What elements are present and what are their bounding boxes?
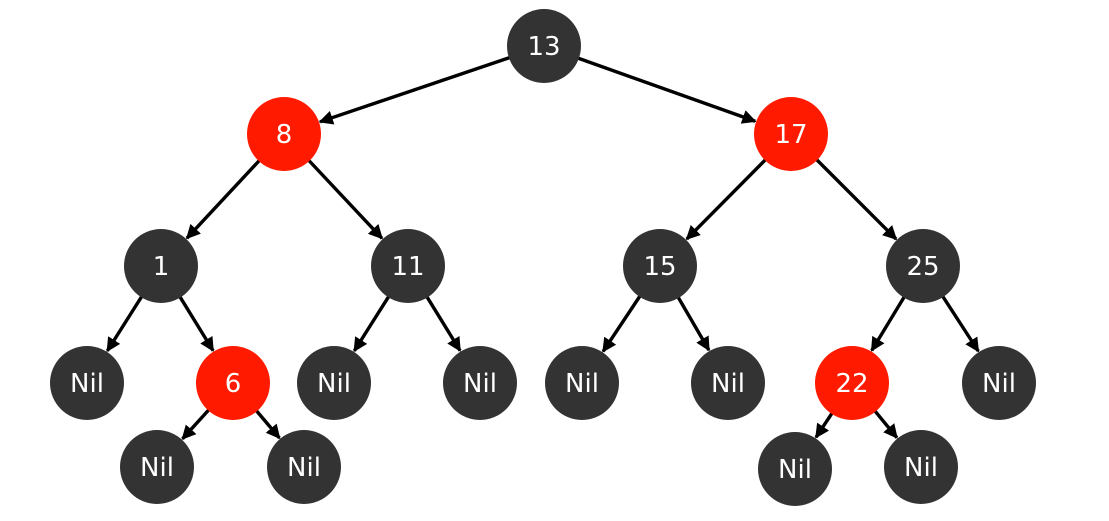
- tree-node-n13: 13: [507, 9, 581, 83]
- edge-n11-to-nil11a: [352, 294, 391, 353]
- black-node-circle: [691, 346, 765, 420]
- tree-node-nil11b: Nil: [443, 346, 517, 420]
- node-label: Nil: [140, 453, 174, 483]
- node-label: Nil: [904, 453, 938, 483]
- black-node-circle: [50, 346, 124, 420]
- tree-node-nil6b: Nil: [267, 430, 341, 504]
- node-label: Nil: [287, 453, 321, 483]
- edge-n13-to-n8: [318, 55, 512, 125]
- edges-layer: [105, 55, 980, 440]
- tree-node-nil1a: Nil: [50, 346, 124, 420]
- tree-node-nil22a: Nil: [758, 432, 832, 506]
- node-label: Nil: [70, 369, 104, 399]
- node-label: Nil: [317, 369, 351, 399]
- black-node-circle: [884, 430, 958, 504]
- tree-node-nil11a: Nil: [297, 346, 371, 420]
- tree-node-n22: 22: [815, 346, 889, 420]
- edge-n25-to-n22: [870, 295, 907, 352]
- node-label: 15: [643, 252, 676, 282]
- edge-n15-to-nil15b: [676, 295, 711, 352]
- edge-n1-to-nil1a: [105, 294, 144, 353]
- edge-n22-to-nil22a: [814, 411, 835, 439]
- black-node-circle: [267, 430, 341, 504]
- tree-node-nil15b: Nil: [691, 346, 765, 420]
- edge-n15-to-nil15a: [601, 294, 642, 353]
- node-label: Nil: [463, 369, 497, 399]
- node-label: 6: [225, 369, 242, 399]
- edge-n25-to-nil25b: [940, 294, 980, 353]
- node-label: 17: [774, 120, 807, 150]
- red-node-circle: [815, 346, 889, 420]
- tree-node-n8: 8: [247, 97, 321, 171]
- tree-node-nil6a: Nil: [120, 430, 194, 504]
- node-label: 13: [527, 32, 560, 62]
- tree-node-nil25b: Nil: [962, 346, 1036, 420]
- edge-n8-to-n1: [185, 158, 262, 240]
- tree-node-nil22b: Nil: [884, 430, 958, 504]
- edge-n6-to-nil6a: [181, 407, 211, 440]
- black-node-circle: [886, 229, 960, 303]
- tree-node-n6: 6: [196, 346, 270, 420]
- black-node-circle: [507, 9, 581, 83]
- node-label: 22: [835, 369, 868, 399]
- tree-node-n15: 15: [623, 229, 697, 303]
- node-label: Nil: [565, 369, 599, 399]
- tree-node-n1: 1: [124, 229, 198, 303]
- black-node-circle: [623, 229, 697, 303]
- node-label: Nil: [982, 369, 1016, 399]
- edge-n17-to-n25: [814, 157, 898, 241]
- node-label: 11: [391, 252, 424, 282]
- tree-node-n25: 25: [886, 229, 960, 303]
- black-node-circle: [443, 346, 517, 420]
- edge-n22-to-nil22b: [872, 408, 899, 439]
- red-node-circle: [754, 97, 828, 171]
- black-node-circle: [120, 430, 194, 504]
- edge-n13-to-n17: [576, 56, 757, 124]
- edge-n11-to-nil11b: [424, 294, 462, 352]
- node-label: 1: [153, 252, 170, 282]
- tree-node-n17: 17: [754, 97, 828, 171]
- black-node-circle: [371, 229, 445, 303]
- tree-node-nil15a: Nil: [545, 346, 619, 420]
- black-node-circle: [297, 346, 371, 420]
- edge-n17-to-n15: [685, 157, 768, 241]
- red-node-circle: [247, 97, 321, 171]
- tree-node-n11: 11: [371, 229, 445, 303]
- node-label: 8: [276, 120, 293, 150]
- node-label: Nil: [711, 369, 745, 399]
- black-node-circle: [758, 432, 832, 506]
- black-node-circle: [545, 346, 619, 420]
- edge-n8-to-n11: [306, 158, 384, 240]
- red-node-circle: [196, 346, 270, 420]
- edge-n1-to-n6: [177, 294, 215, 352]
- node-label: Nil: [778, 455, 812, 485]
- edge-n6-to-nil6b: [254, 408, 281, 440]
- node-label: 25: [906, 252, 939, 282]
- black-node-circle: [962, 346, 1036, 420]
- black-node-circle: [124, 229, 198, 303]
